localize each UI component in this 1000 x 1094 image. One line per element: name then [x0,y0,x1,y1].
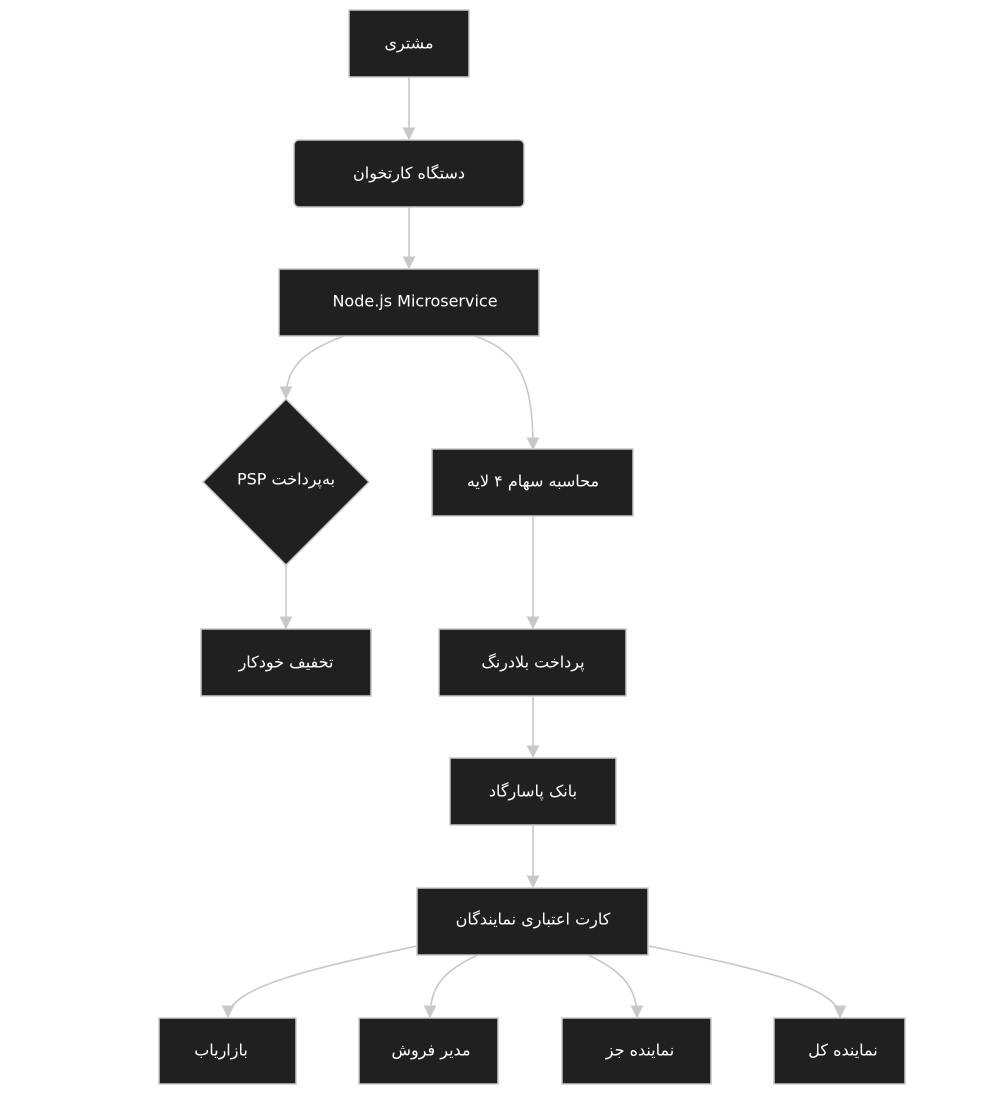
node-sales-manager-label: مدیر فروش [391,1041,470,1061]
node-pardakht-bladrang-label: پرداخت بلادرنگ [481,653,584,673]
node-marketer-label: بازاریاب [194,1041,248,1061]
edges [221,77,847,1019]
edge-microservice-to-psp [279,335,345,400]
edge-credit-card-to-marketer [221,945,418,1019]
edge-microservice-to-share-calc [474,335,540,451]
node-bank-pasargad: بانک پاسارگاد [449,757,617,826]
edge-credit-card-to-sub-agent [587,954,644,1019]
node-pardakht-bladrang: پرداخت بلادرنگ [438,628,627,697]
node-bank-pasargad-label: بانک پاسارگاد [489,782,577,802]
node-customer: مشتری [348,9,470,78]
node-share-calc-label: محاسبه سهام ۴ لایه [467,472,599,492]
node-card-reader: دستگاه کارتخوان [293,139,525,208]
node-general-agent: نماینده کل [773,1017,906,1085]
node-agents-credit-card: کارت اعتباری نمایندگان [416,887,649,956]
node-psp-payment-label: PSP به‌پرداخت [237,470,335,490]
node-sales-manager: مدیر فروش [358,1017,499,1085]
node-marketer: بازاریاب [158,1017,297,1085]
node-agents-credit-card-label: کارت اعتباری نمایندگان [456,910,611,930]
node-sub-agent: نماینده جز [561,1017,712,1085]
node-share-calc: محاسبه سهام ۴ لایه [431,448,634,517]
node-auto-discount-label: تخفیف خودکار [238,653,334,673]
node-sub-agent-label: نماینده جز [605,1041,674,1061]
node-microservice-label: Node.js Microservice [332,292,497,311]
node-microservice: Node.js Microservice [278,268,540,337]
edge-credit-card-to-general-agent [648,945,847,1019]
edge-credit-card-to-sales-manager [423,954,479,1019]
node-card-reader-label: دستگاه کارتخوان [353,164,465,184]
node-auto-discount: تخفیف خودکار [200,628,372,697]
node-customer-label: مشتری [384,34,433,54]
node-psp-payment-decision: PSP به‌پرداخت [201,397,371,567]
node-general-agent-label: نماینده کل [808,1041,877,1060]
